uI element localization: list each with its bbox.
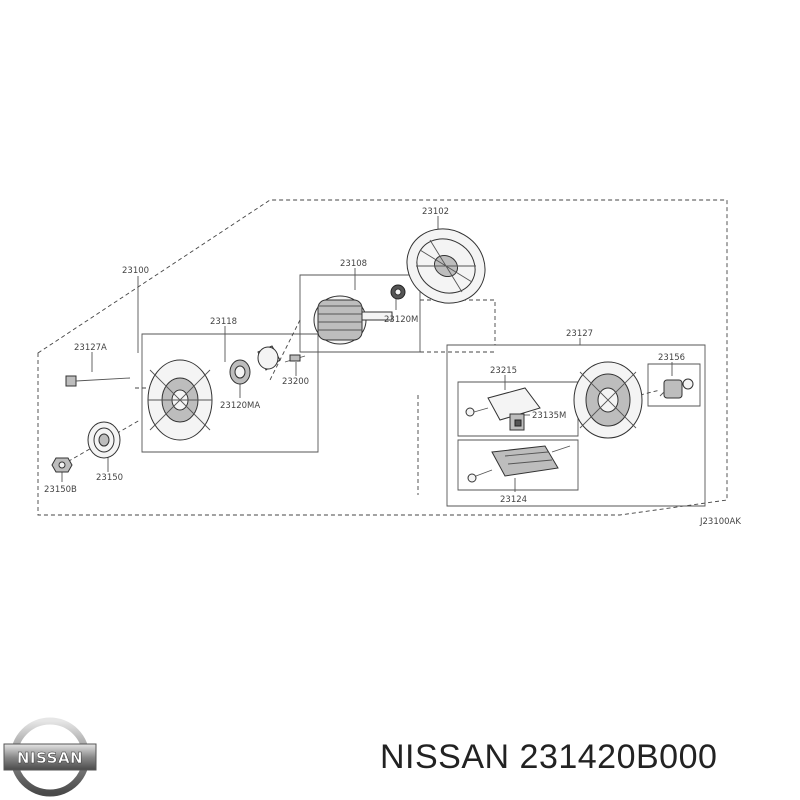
assembly-outline — [37, 199, 728, 516]
label-23124: 23124 — [500, 495, 527, 505]
nut-part — [51, 457, 73, 473]
label-23118: 23118 — [210, 317, 237, 327]
label-23100: 23100 — [122, 266, 149, 276]
rear-cover-part — [406, 228, 486, 304]
label-23150: 23150 — [96, 473, 123, 483]
logo-text: NISSAN — [17, 749, 83, 767]
rectifier-part — [467, 445, 571, 483]
group-box-23127 — [446, 344, 706, 507]
label-23120m: 23120M — [384, 315, 418, 325]
label-23108: 23108 — [340, 259, 367, 269]
label-23135m: 23135M — [532, 411, 566, 421]
bearing-part — [659, 378, 694, 399]
part-number-caption: NISSAN 231420B000 — [380, 738, 718, 776]
group-box-23215 — [457, 381, 579, 437]
regulator-part — [465, 387, 541, 431]
rear-bracket-part — [573, 361, 643, 439]
label-23127: 23127 — [566, 329, 593, 339]
label-23102: 23102 — [422, 207, 449, 217]
label-23200: 23200 — [282, 377, 309, 387]
rotor-part — [313, 284, 406, 345]
diagram-code: J23100AK — [699, 517, 741, 527]
group-box-23118 — [141, 333, 319, 453]
label-23120ma: 23120MA — [220, 401, 260, 411]
bolt-part — [65, 375, 131, 387]
projection-line — [639, 389, 661, 396]
front-housing-part — [147, 345, 306, 441]
group-box-23124 — [457, 439, 579, 491]
label-23156: 23156 — [658, 353, 685, 363]
group-box-23156 — [647, 363, 701, 407]
projection-line — [420, 299, 496, 345]
label-23215: 23215 — [490, 366, 517, 376]
pulley-part — [87, 421, 121, 459]
nissan-logo-icon: NISSAN — [3, 717, 97, 797]
label-23127a: 23127A — [74, 343, 107, 353]
label-23150b: 23150B — [44, 485, 77, 495]
